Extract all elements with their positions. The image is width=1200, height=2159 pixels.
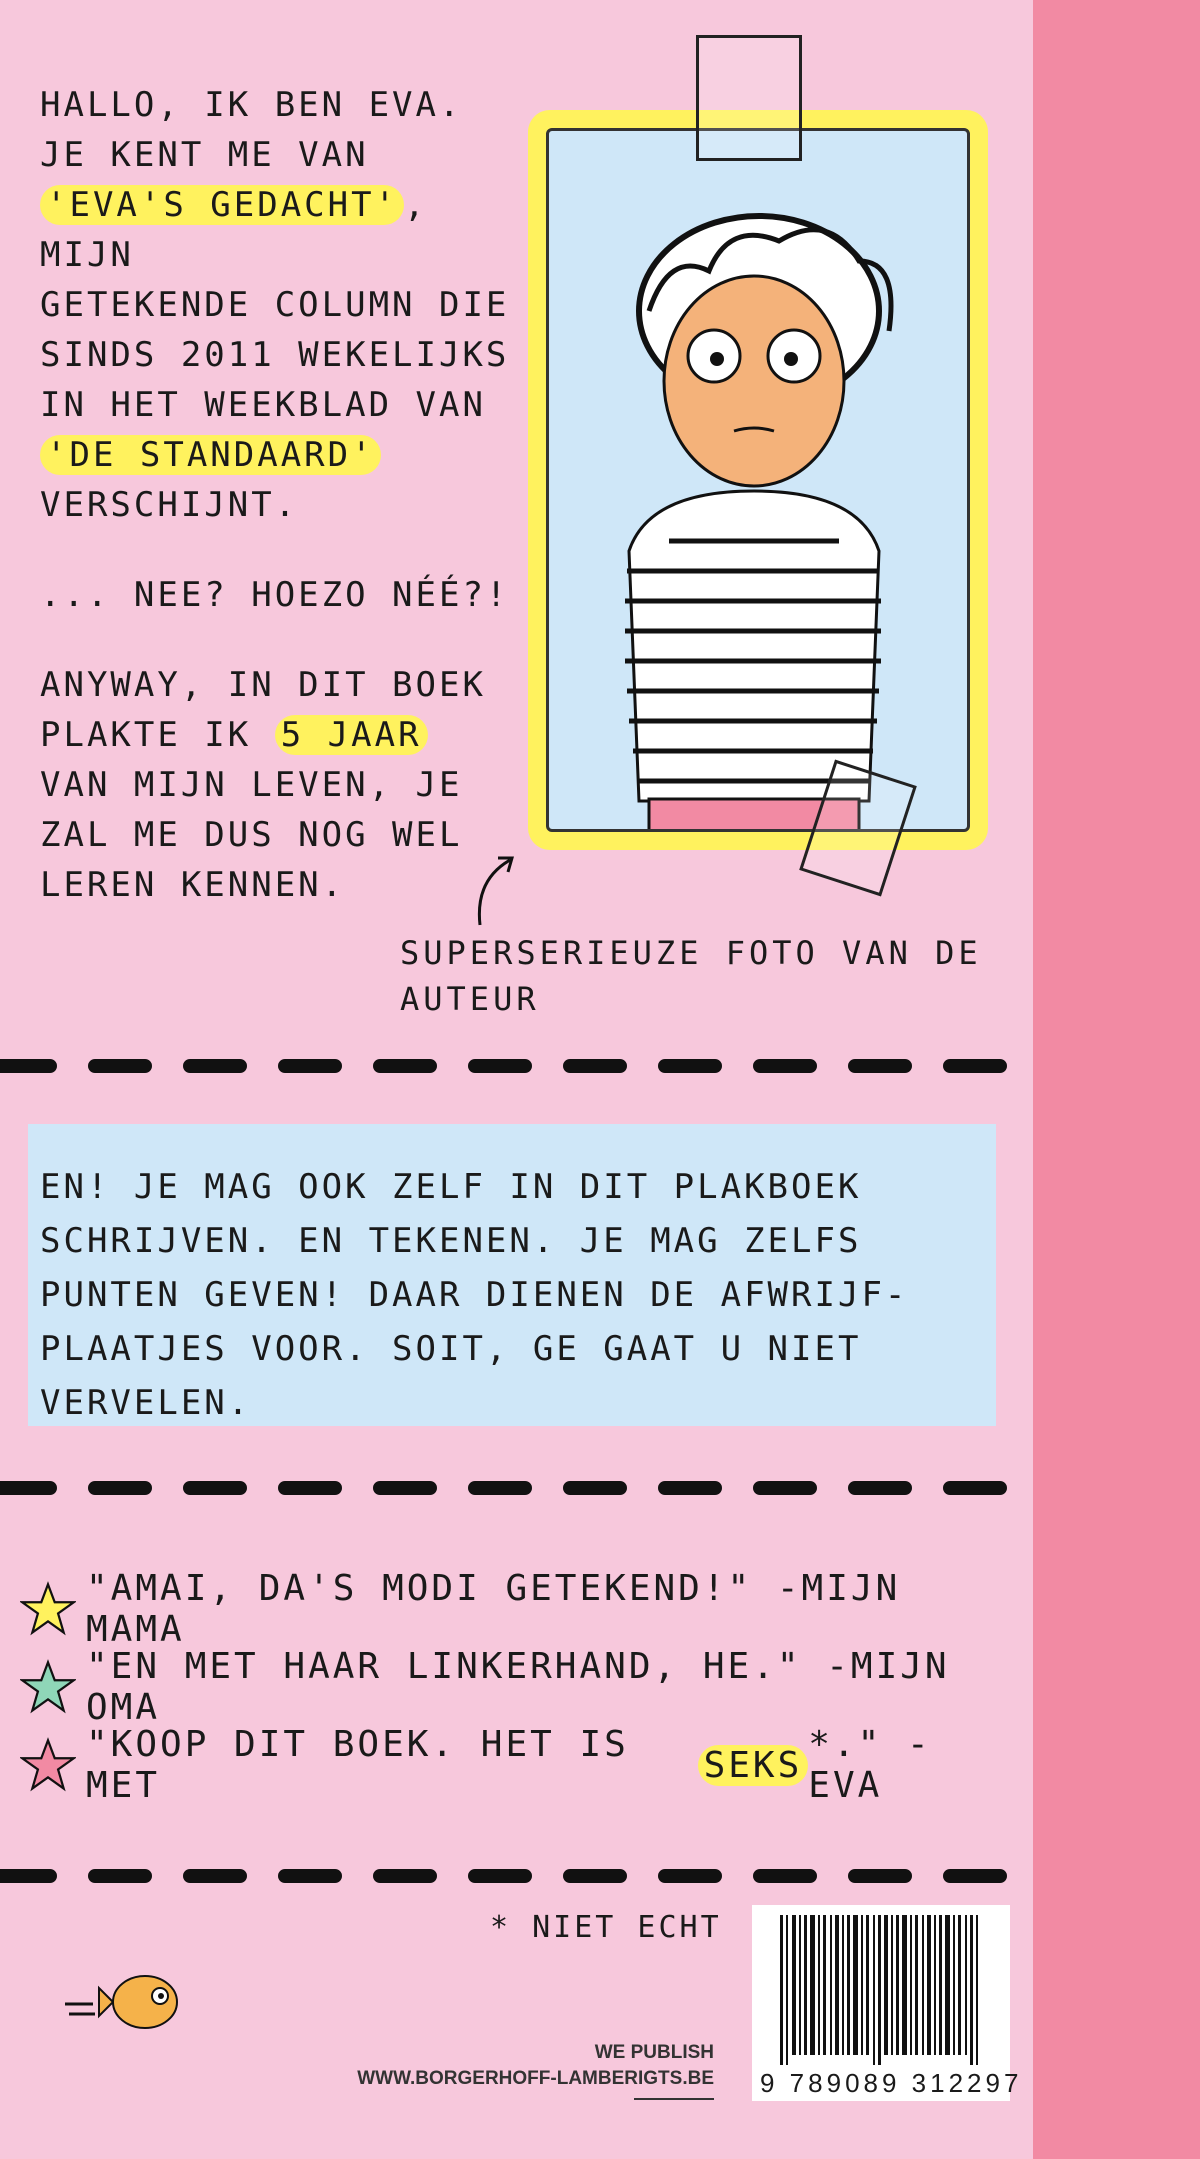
portrait-frame bbox=[528, 110, 988, 850]
barcode-bars bbox=[780, 1915, 978, 2065]
quote-item: "AMAI, DA'S MODI GETEKEND!" -MIJN MAMA bbox=[20, 1568, 1020, 1650]
publisher-website: WWW.BORGERHOFF-LAMBERIGTS.BE bbox=[357, 2068, 714, 2089]
photo-caption: SUPERSERIEUZE FOTO VAN DE AUTEUR bbox=[400, 934, 982, 1018]
quote-text: "KOOP DIT BOEK. HET IS MET bbox=[86, 1724, 629, 1806]
footnote: * NIET ECHT bbox=[490, 1910, 722, 1945]
intro-line: HALLO, IK BEN EVA. bbox=[40, 85, 463, 125]
intro-paragraph-1: HALLO, IK BEN EVA. JE KENT ME VAN 'EVA'S… bbox=[40, 80, 510, 530]
pink-star-icon bbox=[20, 1737, 76, 1792]
intro-line: ANYWAY, IN DIT BOEK PLAKTE IK bbox=[40, 665, 486, 755]
isbn-number: 9 789089 312297 bbox=[760, 2068, 1023, 2098]
book-spine bbox=[1033, 0, 1200, 2159]
highlight-word: SEKS bbox=[697, 1744, 809, 1786]
highlight-years: 5 JAAR bbox=[274, 715, 428, 755]
note-text: EN! JE MAG OOK ZELF IN DIT PLAKBOEK SCHR… bbox=[40, 1167, 909, 1423]
author-illustration bbox=[625, 213, 894, 829]
quotes-list: "AMAI, DA'S MODI GETEKEND!" -MIJN MAMA "… bbox=[20, 1568, 1020, 1806]
curved-arrow-icon bbox=[477, 856, 514, 926]
highlight-column-name: 'EVA'S GEDACHT' bbox=[40, 185, 405, 225]
intro-line: JE KENT ME VAN bbox=[40, 135, 369, 175]
intro-paragraph-2: ... NEE? HOEZO NÉÉ?! bbox=[40, 575, 510, 615]
quote-text: "AMAI, DA'S MODI GETEKEND!" -MIJN MAMA bbox=[86, 1568, 901, 1650]
dashed-divider bbox=[0, 1059, 1033, 1073]
publisher-tagline: WE PUBLISH bbox=[594, 2042, 714, 2063]
intro-line: VAN MIJN LEVEN, JE ZAL ME DUS NOG WEL LE… bbox=[40, 765, 463, 905]
publisher-info: WE PUBLISH WWW.BORGERHOFF-LAMBERIGTS.BE bbox=[357, 2040, 714, 2100]
yellow-star-icon bbox=[20, 1581, 76, 1636]
dashed-divider bbox=[0, 1869, 1033, 1883]
barcode bbox=[752, 1905, 1010, 2101]
note-box bbox=[28, 1124, 996, 1426]
quote-text: "EN MET HAAR LINKERHAND, HE." -MIJN OMA bbox=[86, 1646, 950, 1728]
dashed-divider bbox=[0, 1481, 1033, 1495]
quote-text: *." - EVA bbox=[808, 1724, 932, 1806]
quote-item: "KOOP DIT BOEK. HET IS MET SEKS*." - EVA bbox=[20, 1724, 1020, 1806]
highlight-newspaper: 'DE STANDAARD' bbox=[40, 435, 381, 475]
quote-item: "EN MET HAAR LINKERHAND, HE." -MIJN OMA bbox=[20, 1646, 1020, 1728]
green-star-icon bbox=[20, 1659, 76, 1714]
intro-text: HALLO, IK BEN EVA. JE KENT ME VAN 'EVA'S… bbox=[40, 80, 510, 950]
publisher-underline bbox=[634, 2098, 714, 2100]
portrait-image bbox=[546, 128, 970, 832]
intro-paragraph-3: ANYWAY, IN DIT BOEK PLAKTE IK 5 JAAR VAN… bbox=[40, 660, 510, 910]
intro-line: , MIJN bbox=[40, 185, 428, 275]
intro-line: VERSCHIJNT. bbox=[40, 485, 299, 525]
fish-icon bbox=[65, 1975, 178, 2029]
tape-top-decoration bbox=[696, 35, 802, 161]
intro-line: GETEKENDE COLUMN DIE SINDS 2011 WEKELIJK… bbox=[40, 285, 510, 425]
